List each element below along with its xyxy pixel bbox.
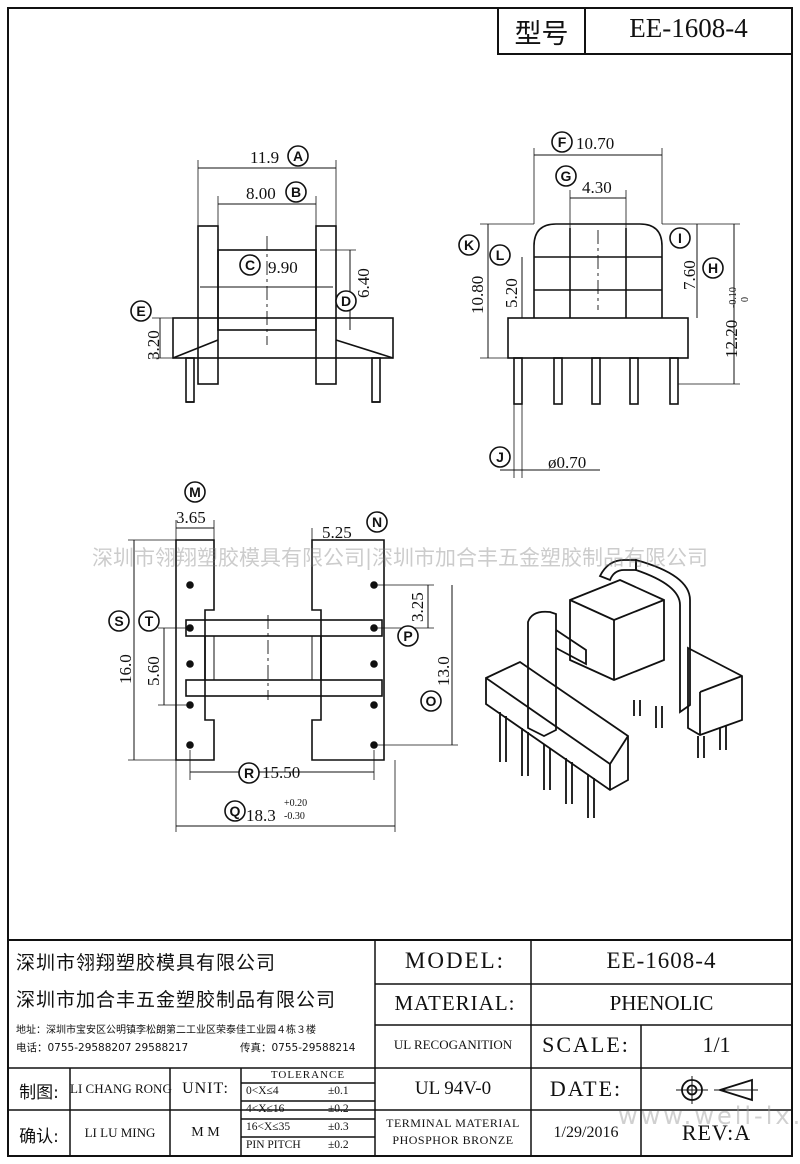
date-label: DATE:: [549, 1076, 623, 1101]
dimension-marker-i: I: [669, 227, 691, 249]
dimension-marker-label: P: [403, 628, 412, 644]
tolerance-range: 4<X≤16: [246, 1103, 285, 1115]
dimension-marker-label: A: [293, 148, 303, 164]
terminal-value: PHOSPHOR BRONZE: [392, 1133, 514, 1147]
company-address: 地址：深圳市宝安区公明镇李松朗第二工业区荣泰佳工业园４栋３楼: [16, 1025, 316, 1036]
dim-q-tol-up: +0.20: [284, 798, 308, 809]
tolerance-range: PIN PITCH: [246, 1139, 301, 1151]
dim-n: 5.25: [322, 523, 352, 542]
drawn-by: LI CHANG RONG: [70, 1081, 172, 1096]
company-fax: 传真：0755-29588214: [240, 1042, 356, 1054]
ul-label: UL RECOGANITION: [393, 1037, 513, 1052]
dimension-marker-c: C: [239, 254, 261, 276]
date-value: 1/29/2016: [553, 1124, 619, 1141]
dimension-marker-label: F: [558, 134, 567, 150]
dimension-marker-label: E: [136, 303, 145, 319]
front-pins: [513, 357, 679, 405]
dimension-marker-label: T: [145, 613, 154, 629]
model-label: MODEL:: [404, 948, 506, 973]
title-block-grid: [8, 939, 792, 1156]
unit-label: UNIT:: [182, 1080, 229, 1097]
dimension-marker-l: L: [489, 244, 511, 266]
dim-j: ø0.70: [548, 453, 587, 472]
confirm-label: 确认:: [19, 1127, 59, 1147]
dimension-marker-label: H: [708, 260, 718, 276]
dimension-marker-q: Q: [224, 800, 246, 822]
dimension-marker-n: N: [366, 511, 388, 533]
dimension-marker-label: B: [291, 184, 301, 200]
dimension-marker-s: S: [108, 610, 130, 632]
dimension-marker-label: N: [372, 514, 382, 530]
revision: REV:A: [681, 1120, 752, 1145]
dimension-marker-k: K: [458, 234, 480, 256]
terminal-label: TERMINAL MATERIAL: [386, 1116, 520, 1130]
material-label: MATERIAL:: [394, 991, 516, 1015]
dimension-marker-e: E: [130, 300, 152, 322]
confirmed-by: LI LU MING: [84, 1125, 156, 1140]
dimension-marker-m: M: [184, 481, 206, 503]
dimension-marker-r: R: [238, 762, 260, 784]
dimension-marker-h: H: [702, 257, 724, 279]
tolerance-title: TOLERANCE: [270, 1069, 346, 1081]
front-view: [480, 148, 740, 478]
dimension-marker-label: C: [245, 257, 255, 273]
dimension-marker-label: J: [496, 449, 504, 465]
material-value: PHENOLIC: [609, 991, 714, 1015]
unit-value: M M: [191, 1125, 220, 1140]
tolerance-value: ±0.3: [328, 1121, 349, 1133]
dimension-marker-o: O: [420, 690, 442, 712]
dim-r: 15.50: [262, 763, 301, 782]
company-name-2: 深圳市加合丰五金塑胶制品有限公司: [16, 989, 337, 1011]
dimension-marker-label: G: [561, 168, 572, 184]
dimension-marker-b: B: [285, 181, 307, 203]
dimension-marker-label: I: [678, 230, 682, 246]
dim-q-tol-dn: -0.30: [284, 811, 305, 822]
dimension-marker-label: L: [496, 247, 505, 263]
dimension-marker-t: T: [138, 610, 160, 632]
tolerance-value: ±0.2: [328, 1103, 349, 1115]
tolerance-range: 16<X≤35: [246, 1121, 291, 1133]
model-value: EE-1608-4: [606, 948, 717, 973]
dimension-marker-label: R: [244, 765, 254, 781]
tolerance-value: ±0.1: [328, 1085, 349, 1097]
dimension-marker-label: D: [341, 293, 351, 309]
projection-symbol-icon: [676, 1076, 758, 1104]
tolerance-range: 0<X≤4: [246, 1085, 279, 1097]
dim-m: 3.65: [176, 508, 206, 527]
header-box: [497, 7, 793, 55]
dimension-marker-a: A: [287, 145, 309, 167]
drawing-frame: [7, 7, 793, 1157]
company-name-1: 深圳市翎翔塑胶模具有限公司: [16, 952, 277, 974]
company-phone: 电话：0755-29588207 29588217: [16, 1042, 189, 1054]
bottom-view: [128, 520, 458, 832]
dim-b: 8.00: [246, 184, 276, 203]
scale-value: 1/1: [702, 1032, 731, 1057]
dim-a: 11.9: [250, 148, 280, 167]
dimension-marker-label: Q: [230, 803, 241, 819]
header-model-label: 型号: [514, 19, 569, 50]
pin-holes: [186, 581, 378, 749]
header-model-value: EE-1608-4: [629, 13, 748, 43]
isometric-view: [485, 558, 743, 818]
tolerance-value: ±0.2: [328, 1139, 349, 1151]
dimension-marker-label: M: [189, 484, 201, 500]
dimension-marker-j: J: [489, 446, 511, 468]
dimension-marker-p: P: [397, 625, 419, 647]
dimension-marker-label: O: [426, 693, 437, 709]
drawn-label: 制图:: [19, 1083, 59, 1103]
dim-g: 4.30: [582, 178, 612, 197]
dim-q: 18.3: [246, 806, 276, 825]
watermark-site: www.well-lx.com: [618, 1102, 800, 1130]
dimension-marker-label: S: [114, 613, 123, 629]
ul-value: UL 94V-0: [414, 1078, 492, 1099]
dimension-marker-g: G: [555, 165, 577, 187]
scale-label: SCALE:: [542, 1032, 630, 1057]
dimension-marker-label: K: [464, 237, 474, 253]
dim-f: 10.70: [576, 134, 615, 153]
dimension-marker-d: D: [335, 290, 357, 312]
dimension-marker-f: F: [551, 131, 573, 153]
dim-c: 9.90: [268, 258, 298, 277]
